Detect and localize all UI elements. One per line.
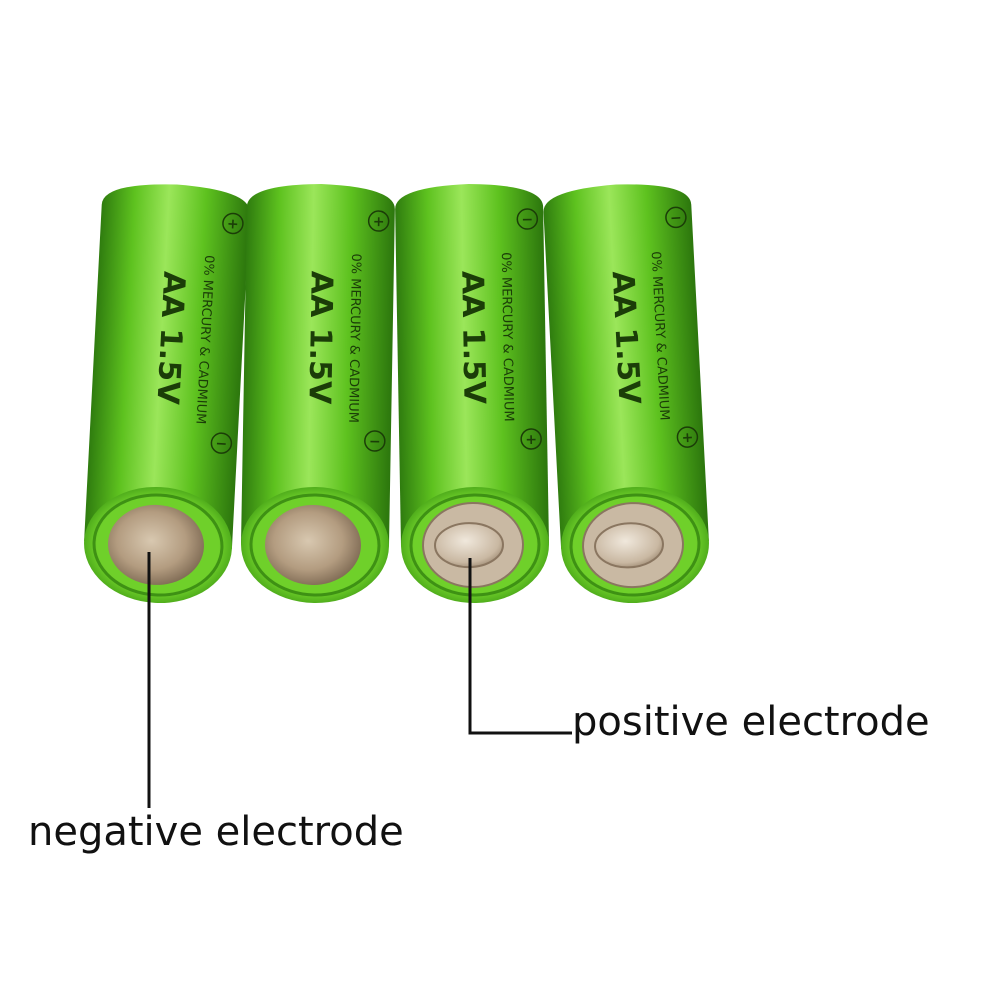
battery-voltage-text: AA 1.5V — [605, 270, 647, 406]
polarity-symbol-bottom: + — [520, 428, 542, 450]
positive-electrode-label: positive electrode — [572, 699, 930, 745]
positive-leader-line — [468, 558, 572, 735]
negative-electrode-label: negative electrode — [28, 809, 404, 855]
battery-body — [84, 184, 250, 549]
battery-3: AA 1.5V 0% MERCURY & CADMIUM − + — [395, 184, 549, 604]
polarity-symbol-top: + — [367, 210, 390, 232]
svg-text:+: + — [681, 430, 694, 447]
polarity-symbol-bottom: − — [210, 432, 233, 454]
polarity-symbol-top: − — [665, 206, 687, 229]
battery-body — [543, 184, 709, 549]
battery-voltage-text: AA 1.5V — [149, 270, 191, 406]
battery-note-text: 0% MERCURY & CADMIUM — [498, 252, 516, 422]
polarity-symbol-bottom: + — [676, 426, 699, 448]
svg-text:−: − — [670, 210, 683, 227]
negative-terminal — [265, 504, 361, 585]
negative-terminal — [108, 504, 204, 585]
battery-2: AA 1.5V 0% MERCURY & CADMIUM + − — [241, 184, 395, 604]
svg-text:−: − — [521, 212, 533, 228]
polarity-symbol-top: + — [222, 212, 244, 235]
battery-body — [395, 184, 549, 547]
battery-voltage-text: AA 1.5V — [454, 271, 491, 406]
battery-voltage-text: AA 1.5V — [301, 271, 338, 406]
battery-body — [241, 184, 395, 547]
svg-text:+: + — [525, 432, 537, 448]
svg-text:−: − — [215, 436, 228, 453]
svg-text:−: − — [369, 434, 381, 450]
polarity-symbol-top: − — [516, 208, 539, 230]
positive-terminal-nub — [594, 522, 664, 569]
polarity-symbol-bottom: − — [364, 430, 386, 452]
svg-text:+: + — [373, 214, 385, 230]
svg-text:+: + — [227, 216, 240, 233]
battery-note-text: 0% MERCURY & CADMIUM — [345, 253, 363, 423]
